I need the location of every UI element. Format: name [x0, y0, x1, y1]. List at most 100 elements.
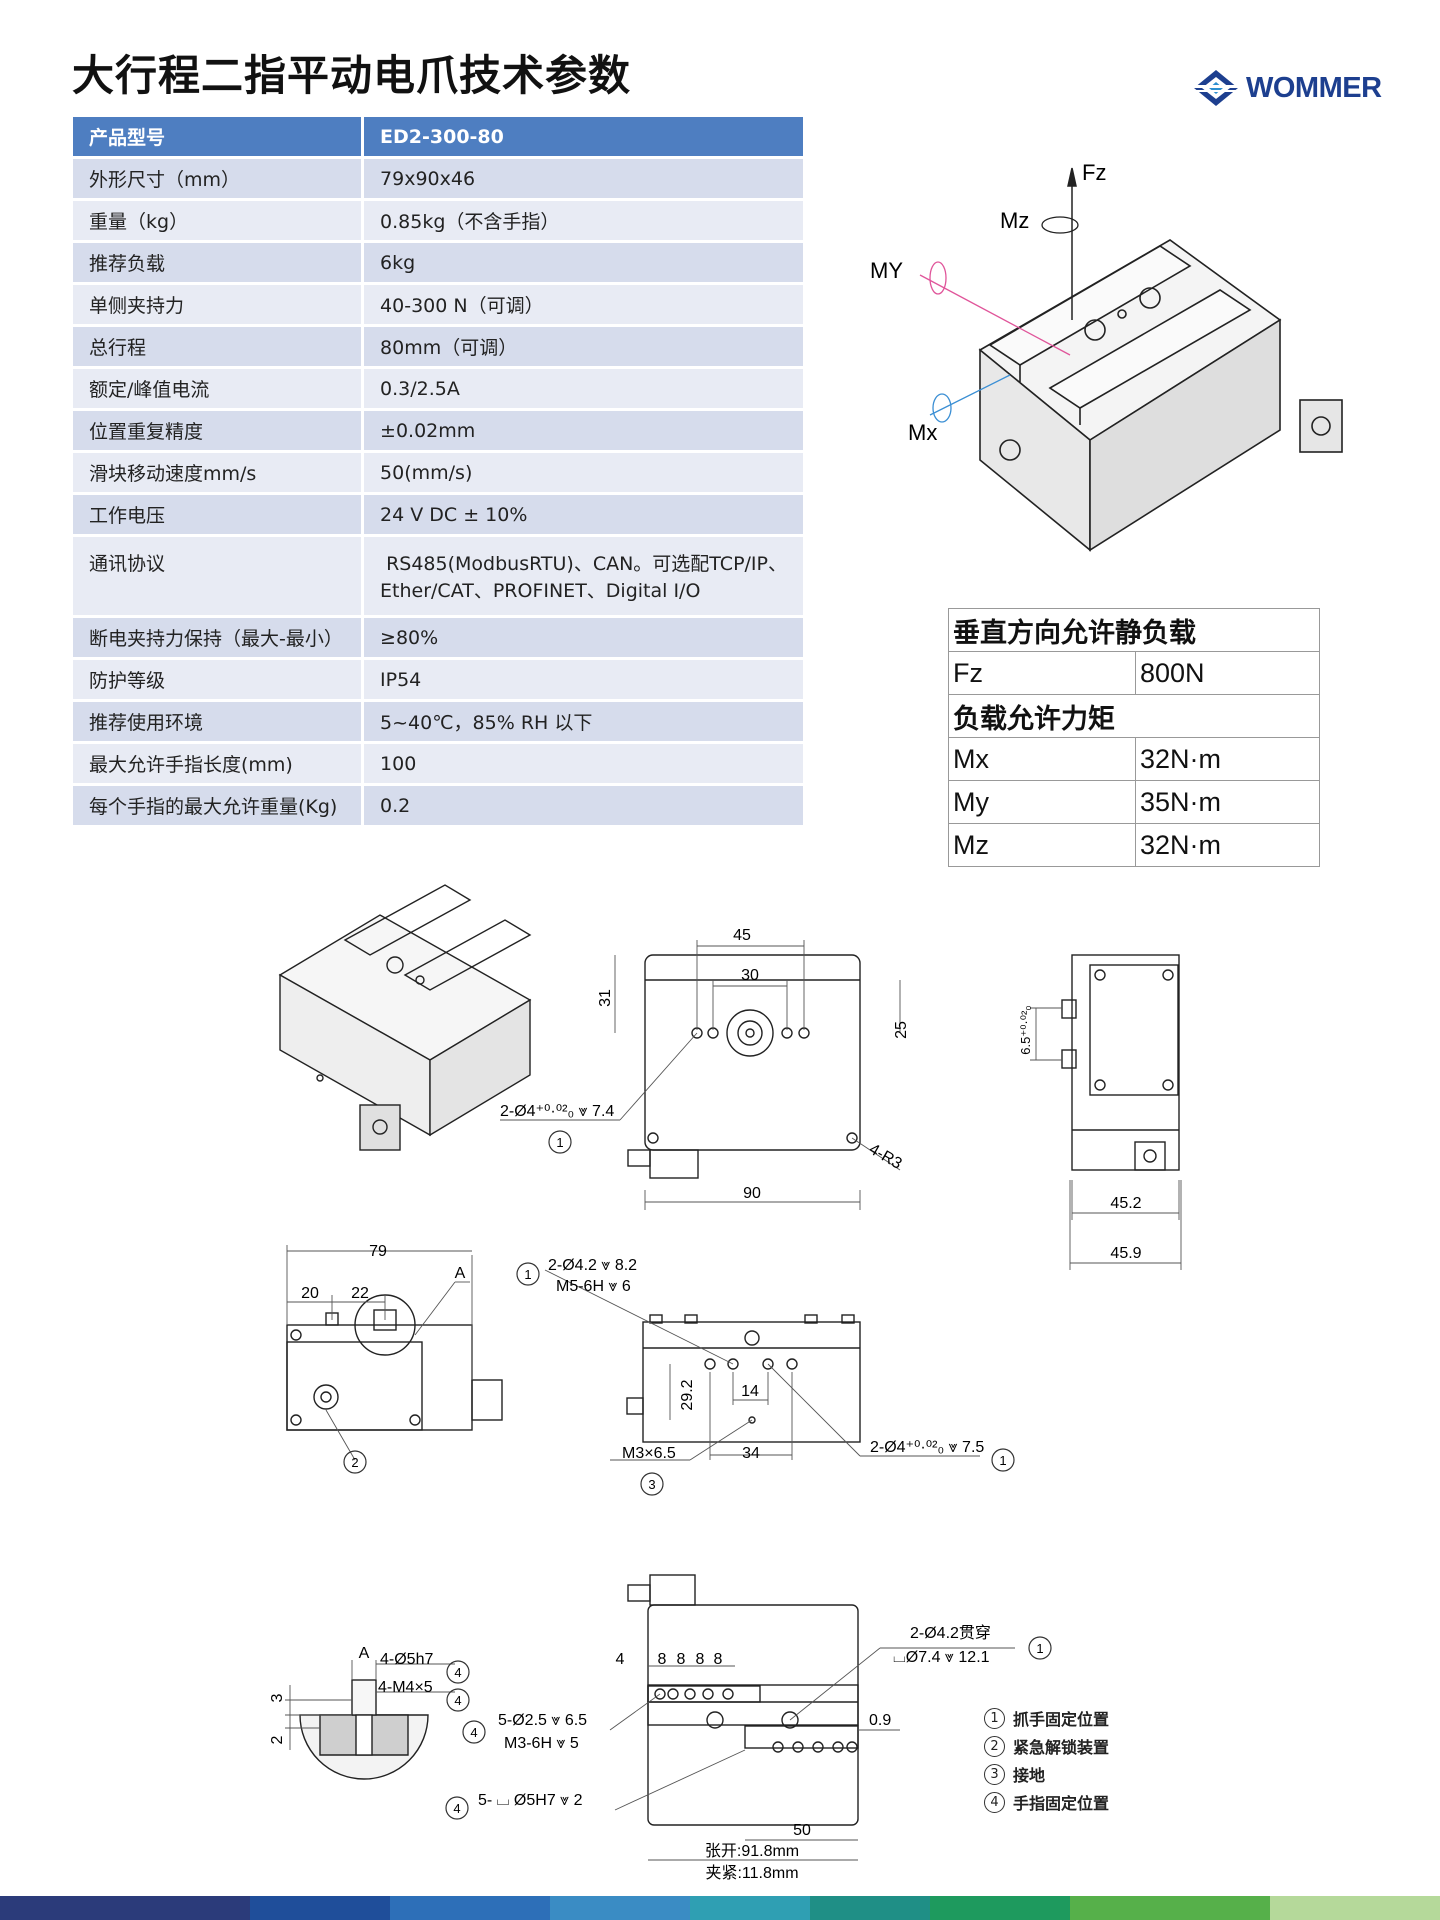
mx-axis-label: Mx — [908, 420, 937, 445]
spec-header-value: ED2-300-80 — [364, 117, 803, 156]
top-h25-note: 5-Ø2.5 ⩔ 6.5 — [498, 1712, 587, 1729]
section-callout-4b: 4 — [454, 1693, 461, 1708]
legend-text: 抓手固定位置 — [1013, 1710, 1110, 1729]
brand-logo: WOMMER — [1190, 68, 1420, 108]
section-a-view — [299, 1679, 429, 1780]
spec-label: 推荐负载 — [73, 243, 362, 282]
spec-value-line1: RS485(ModbusRTU)、CAN。可选配TCP/IP、 — [380, 553, 787, 575]
my-value: 35N·m — [1135, 780, 1320, 824]
dim-8-d: 8 — [714, 1651, 723, 1668]
legend-text: 手指固定位置 — [1013, 1794, 1110, 1813]
spec-row: 重量（kg）0.85kg（不含手指） — [73, 201, 803, 240]
dim-2: 2 — [269, 1735, 286, 1744]
legend-num: 1 — [984, 1707, 1005, 1729]
legend-num: 4 — [984, 1791, 1005, 1813]
spec-label: 总行程 — [73, 327, 362, 366]
top-cb-note: ⌴Ø7.4 ⩔ 12.1 — [893, 1649, 990, 1666]
mx-value: 32N·m — [1135, 737, 1320, 781]
spec-header-row: 产品型号 ED2-300-80 — [73, 117, 803, 156]
spec-row: 每个手指的最大允许重量(Kg)0.2 — [73, 786, 803, 825]
top-view — [627, 1574, 859, 1826]
dim-90: 90 — [743, 1185, 761, 1202]
detail-a-label: A — [455, 1265, 466, 1282]
top-callout-4: 4 — [470, 1725, 477, 1740]
dim-30: 30 — [741, 967, 759, 984]
footer-segment — [550, 1896, 690, 1920]
side-view — [1061, 954, 1180, 1171]
spec-value: 0.85kg（不含手指） — [364, 201, 803, 240]
dim-8-a: 8 — [658, 1651, 667, 1668]
bottom-callout-1b: 1 — [999, 1453, 1006, 1468]
section-h5-note: 4-Ø5h7 — [380, 1651, 433, 1668]
dim-8-c: 8 — [696, 1651, 705, 1668]
dim-20: 20 — [301, 1285, 319, 1302]
spec-value: 40-300 N（可调） — [364, 285, 803, 324]
static-load-header: 垂直方向允许静负载 — [948, 608, 1320, 652]
dim-45-2: 45.2 — [1110, 1195, 1141, 1212]
spec-value: 6kg — [364, 243, 803, 282]
fz-axis-label: Fz — [1082, 160, 1106, 185]
spec-value: ≥80% — [364, 618, 803, 657]
isometric-view — [278, 884, 532, 1151]
spec-value: 79x90x46 — [364, 159, 803, 198]
footer-segment — [250, 1896, 390, 1920]
page-title: 大行程二指平动电爪技术参数 — [72, 51, 632, 100]
spec-row: 通讯协议 RS485(ModbusRTU)、CAN。可选配TCP/IP、 Eth… — [73, 537, 803, 615]
spec-value: ±0.02mm — [364, 411, 803, 450]
footer-segment — [390, 1896, 550, 1920]
legend-num: 3 — [984, 1763, 1005, 1785]
end-callout-2: 2 — [351, 1455, 358, 1470]
top-m3h-note: M3-6H ⩔ 5 — [504, 1735, 579, 1752]
mz-value: 32N·m — [1135, 823, 1320, 867]
bottom-view — [626, 1314, 861, 1443]
top-callout-4b: 4 — [453, 1801, 460, 1816]
dim-31: 31 — [597, 989, 614, 1007]
top-thru-note: 2-Ø4.2贯穿 — [910, 1624, 991, 1642]
dim-6-5: 6.5⁺⁰·⁰²₀ — [1018, 1005, 1033, 1054]
legend-text: 接地 — [1013, 1766, 1046, 1785]
spec-label: 通讯协议 — [73, 537, 362, 615]
spec-label: 工作电压 — [73, 495, 362, 534]
dim-45-9: 45.9 — [1110, 1245, 1141, 1262]
spec-label: 外形尺寸（mm） — [73, 159, 362, 198]
bottom-note-1: 2-Ø4.2 ⩔ 8.2 — [548, 1257, 637, 1274]
spec-value: 50(mm/s) — [364, 453, 803, 492]
spec-row: 断电夹持力保持（最大-最小）≥80% — [73, 618, 803, 657]
dim-22: 22 — [351, 1285, 369, 1302]
brand-name: WOMMER — [1246, 72, 1382, 104]
spec-row: 位置重复精度±0.02mm — [73, 411, 803, 450]
mz-axis-label: Mz — [1000, 208, 1029, 233]
legend-item: 1 抓手固定位置 — [984, 1704, 1109, 1732]
spec-row: 外形尺寸（mm）79x90x46 — [73, 159, 803, 198]
load-axes-diagram: Fz Mz MY Mx — [870, 160, 1343, 552]
spec-label: 滑块移动速度mm/s — [73, 453, 362, 492]
my-label: My — [948, 780, 1136, 824]
dim-14: 14 — [741, 1383, 759, 1400]
legend-item: 4 手指固定位置 — [984, 1788, 1109, 1816]
spec-label: 额定/峰值电流 — [73, 369, 362, 408]
mz-label: Mz — [948, 823, 1136, 867]
bottom-callout-1: 1 — [524, 1267, 531, 1282]
dim-79: 79 — [369, 1243, 387, 1260]
stroke-open: 张开:91.8mm — [705, 1842, 799, 1860]
bottom-m3-note: M3×6.5 — [622, 1445, 676, 1462]
footer-segment — [1070, 1896, 1270, 1920]
dim-0-9: 0.9 — [869, 1712, 891, 1729]
spec-value: IP54 — [364, 660, 803, 699]
dim-4: 4 — [616, 1651, 625, 1668]
dim-29-2: 29.2 — [679, 1379, 696, 1410]
legend-item: 3 接地 — [984, 1760, 1109, 1788]
my-axis-label: MY — [870, 258, 903, 283]
dim-25: 25 — [893, 1021, 910, 1039]
spec-header-label: 产品型号 — [73, 117, 362, 156]
spec-value: 5~40℃，85% RH 以下 — [364, 702, 803, 741]
dim-4-r3: 4-R3 — [866, 1141, 905, 1173]
spec-value: 0.2 — [364, 786, 803, 825]
